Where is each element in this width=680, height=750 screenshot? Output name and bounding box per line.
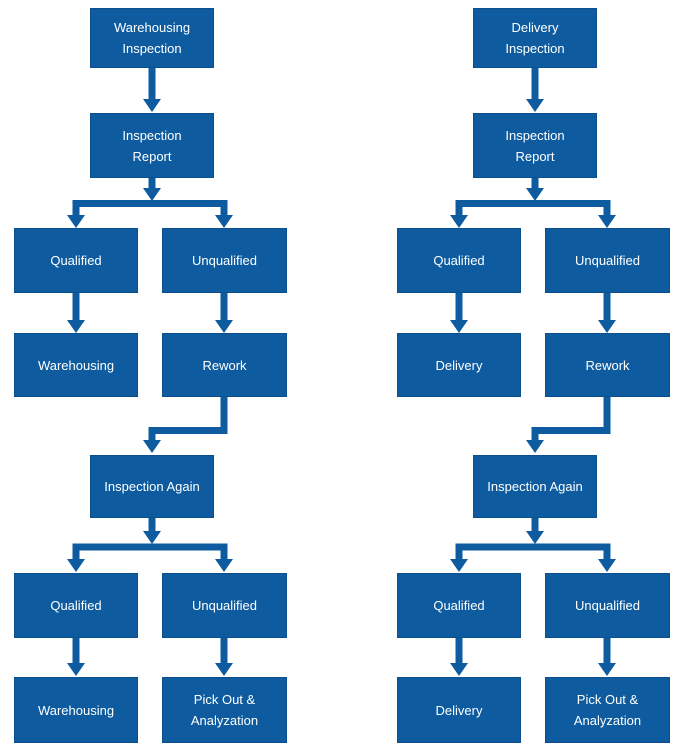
arrowhead-icon xyxy=(67,559,85,572)
node-unqualified-top: Unqualified xyxy=(162,228,287,293)
node-unqualified-top: Unqualified xyxy=(545,228,670,293)
arrowhead-icon xyxy=(598,320,616,333)
arrowhead-icon xyxy=(598,559,616,572)
arrowhead-icon xyxy=(598,215,616,228)
node-label: Unqualified xyxy=(574,598,641,613)
arrowhead-icon xyxy=(143,531,161,544)
arrowhead-icon xyxy=(215,663,233,676)
arrowhead-icon xyxy=(215,559,233,572)
arrowhead-icon xyxy=(143,440,161,453)
node-qualified-top: Qualified xyxy=(397,228,521,293)
node-warehousing-final: Warehousing xyxy=(14,677,138,743)
arrowhead-icon xyxy=(450,215,468,228)
arrowhead-icon xyxy=(215,320,233,333)
node-qualified-bottom: Qualified xyxy=(14,573,138,638)
connectors xyxy=(450,68,616,676)
node-label: Unqualified xyxy=(574,253,641,268)
connectors xyxy=(67,68,233,676)
arrowhead-icon xyxy=(215,215,233,228)
arrowhead-icon xyxy=(450,320,468,333)
node-rework: Rework xyxy=(545,333,670,397)
node-inspection-report: Inspection Report xyxy=(473,113,597,178)
arrowhead-icon xyxy=(67,663,85,676)
arrowhead-icon xyxy=(526,188,544,201)
node-label: Unqualified xyxy=(191,253,258,268)
node-label: Delivery Inspection xyxy=(505,20,565,56)
arrowhead-icon xyxy=(598,663,616,676)
arrowhead-icon xyxy=(526,531,544,544)
node-label: Qualified xyxy=(50,253,102,268)
split-bar-top xyxy=(72,200,228,207)
connector-rework-again xyxy=(148,397,228,440)
arrowhead-icon xyxy=(67,215,85,228)
node-qualified-bottom: Qualified xyxy=(397,573,521,638)
node-unqualified-bottom: Unqualified xyxy=(162,573,287,638)
flowchart-delivery: Delivery Inspection Inspection Report Qu… xyxy=(383,0,680,750)
node-warehousing-inspection: Warehousing Inspection xyxy=(90,8,214,68)
arrowhead-icon xyxy=(450,559,468,572)
node-qualified-top: Qualified xyxy=(14,228,138,293)
node-label: Warehousing Inspection xyxy=(113,20,191,56)
arrowhead-icon xyxy=(143,99,161,112)
node-label: Qualified xyxy=(50,598,102,613)
node-label: Inspection Again xyxy=(104,479,200,494)
node-delivery-inspection: Delivery Inspection xyxy=(473,8,597,68)
node-label: Warehousing xyxy=(37,357,115,373)
node-rework: Rework xyxy=(162,333,287,397)
arrowhead-icon xyxy=(450,663,468,676)
node-label: Pick Out & Analyzation xyxy=(573,692,642,728)
node-label: Rework xyxy=(202,357,247,373)
node-label: Pick Out & Analyzation xyxy=(190,692,259,728)
node-inspection-again: Inspection Again xyxy=(90,455,214,518)
node-label: Warehousing xyxy=(37,702,115,718)
node-label: Rework xyxy=(585,357,630,373)
node-pick-out-analyzation: Pick Out & Analyzation xyxy=(545,677,670,743)
node-label: Delivery xyxy=(435,702,483,718)
node-label: Delivery xyxy=(435,357,483,373)
split-bar-top xyxy=(455,200,611,207)
node-label: Inspection Again xyxy=(487,479,583,494)
connector-rework-again xyxy=(531,397,611,440)
arrowhead-icon xyxy=(526,99,544,112)
arrowhead-icon xyxy=(143,188,161,201)
node-unqualified-bottom: Unqualified xyxy=(545,573,670,638)
arrowhead-icon xyxy=(526,440,544,453)
node-delivery-result: Delivery xyxy=(397,333,521,397)
node-delivery-final: Delivery xyxy=(397,677,521,743)
split-bar-bottom xyxy=(72,543,228,551)
node-warehousing-result: Warehousing xyxy=(14,333,138,397)
arrowhead-icon xyxy=(67,320,85,333)
node-label: Inspection Report xyxy=(505,127,565,164)
flowchart-warehousing: Warehousing Inspection Inspection Report… xyxy=(0,0,310,750)
node-label: Qualified xyxy=(433,598,485,613)
node-inspection-again: Inspection Again xyxy=(473,455,597,518)
node-label: Qualified xyxy=(433,253,485,268)
split-bar-bottom xyxy=(455,543,611,551)
node-inspection-report: Inspection Report xyxy=(90,113,214,178)
node-pick-out-analyzation: Pick Out & Analyzation xyxy=(162,677,287,743)
node-label: Unqualified xyxy=(191,598,258,613)
node-label: Inspection Report xyxy=(122,127,182,164)
